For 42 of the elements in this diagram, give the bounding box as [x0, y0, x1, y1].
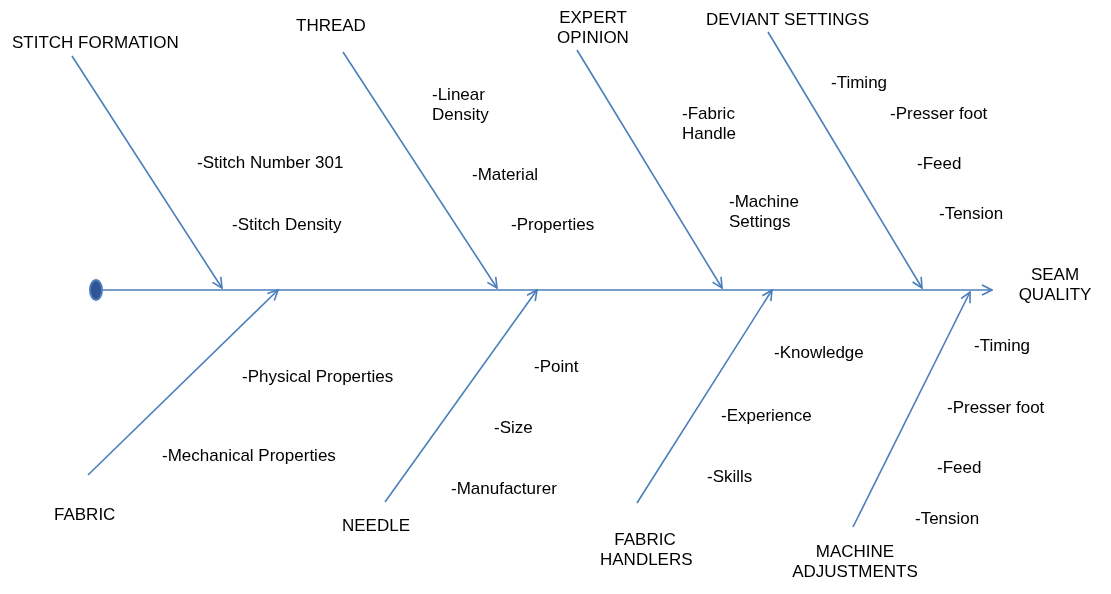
cause-label: -Skills: [707, 467, 753, 487]
cause-label: -Mechanical Properties: [162, 446, 336, 466]
cause-label: -Size: [494, 418, 533, 438]
cause-label: -Machine Settings: [729, 192, 800, 232]
arrow: [384, 289, 538, 503]
category-label: THREAD: [296, 16, 376, 36]
category-label: FABRIC: [54, 505, 134, 525]
arrow: [102, 284, 993, 296]
arrow: [71, 55, 223, 289]
cause-label: -Properties: [511, 215, 595, 235]
category-label: MACHINE ADJUSTMENTS: [780, 542, 930, 582]
arrow: [767, 31, 923, 289]
cause-label: -Linear Density: [432, 85, 490, 125]
cause-label: -Experience: [721, 406, 812, 426]
cause-label: -Timing: [831, 73, 888, 93]
cause-label: -Feed: [917, 154, 962, 174]
cause-label: -Feed: [937, 458, 982, 478]
cause-label: -Fabric Handle: [682, 104, 737, 144]
cause-label: -Manufacturer: [451, 479, 557, 499]
cause-label: -Point: [534, 357, 579, 377]
cause-label: -Knowledge: [774, 343, 864, 363]
cause-label: -Stitch Number 301: [197, 153, 344, 173]
arrow: [636, 289, 773, 504]
category-label: EXPERT OPINION: [548, 8, 638, 48]
cause-label: -Presser foot: [890, 104, 988, 124]
cause-label: -Material: [472, 165, 539, 185]
cause-label: -Presser foot: [947, 398, 1045, 418]
arrow: [576, 49, 723, 289]
category-label: FABRIC HANDLERS: [600, 530, 690, 570]
category-label: STITCH FORMATION: [12, 33, 202, 53]
category-label: NEEDLE: [342, 516, 422, 536]
arrow: [342, 51, 498, 289]
arrow: [852, 291, 971, 528]
category-label: DEVIANT SETTINGS: [706, 10, 886, 30]
cause-label: -Timing: [974, 336, 1031, 356]
cause-label: -Tension: [915, 509, 980, 529]
cause-label: -Physical Properties: [242, 367, 394, 387]
arrow: [87, 289, 279, 476]
cause-label: -Tension: [939, 204, 1004, 224]
category-label: SEAM QUALITY: [995, 265, 1111, 305]
tail-circle: [89, 279, 103, 301]
cause-label: -Stitch Density: [232, 215, 342, 235]
